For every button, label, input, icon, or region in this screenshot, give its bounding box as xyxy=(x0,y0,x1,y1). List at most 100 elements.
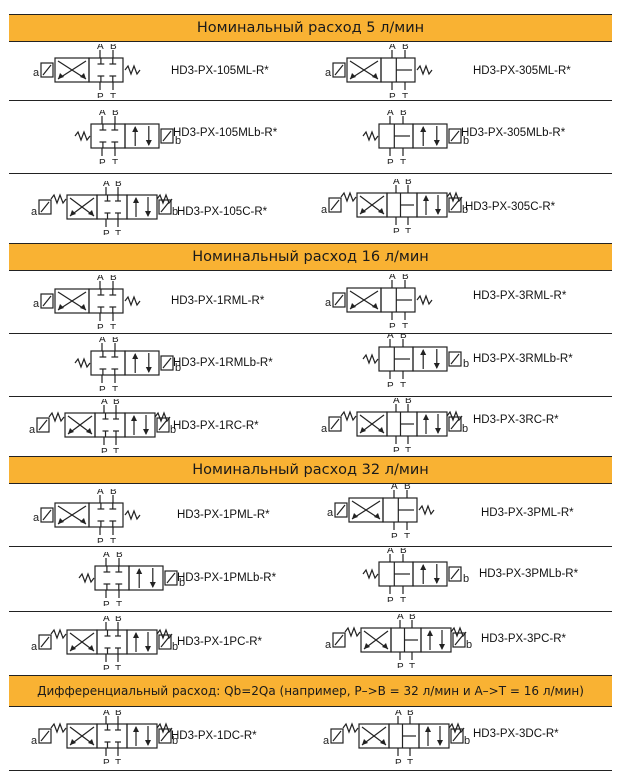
svg-text:T: T xyxy=(400,158,406,164)
svg-text:B: B xyxy=(115,710,122,718)
svg-text:T: T xyxy=(113,447,119,453)
svg-text:A: A xyxy=(103,181,110,189)
svg-text:B: B xyxy=(407,710,414,718)
svg-text:a: a xyxy=(325,639,332,651)
svg-text:a: a xyxy=(325,297,332,309)
valve-code: HD3-PX-105MLb-R* xyxy=(173,127,278,139)
svg-text:P: P xyxy=(387,381,394,387)
svg-text:P: P xyxy=(387,158,394,164)
svg-text:b: b xyxy=(462,204,468,216)
section-header: Номинальный расход 16 л/мин xyxy=(9,243,612,271)
valve-code: HD3-PX-1PC-R* xyxy=(177,636,262,648)
svg-text:A: A xyxy=(103,710,110,718)
svg-text:A: A xyxy=(101,399,108,407)
svg-text:b: b xyxy=(175,135,181,147)
svg-text:P: P xyxy=(97,537,104,543)
svg-text:b: b xyxy=(463,573,469,585)
svg-text:A: A xyxy=(389,274,396,282)
svg-text:B: B xyxy=(405,179,412,187)
svg-text:P: P xyxy=(395,758,402,764)
svg-text:A: A xyxy=(395,710,402,718)
svg-text:T: T xyxy=(112,158,118,164)
svg-text:P: P xyxy=(103,229,110,235)
svg-text:P: P xyxy=(387,596,394,602)
valve-code: HD3-PX-3RC-R* xyxy=(473,414,559,426)
svg-text:b: b xyxy=(170,424,176,436)
valve-code: HD3-PX-305MLb-R* xyxy=(461,127,566,139)
svg-text:b: b xyxy=(466,639,472,651)
valve-code: HD3-PX-3PMLb-R* xyxy=(479,568,579,580)
svg-text:b: b xyxy=(464,735,470,747)
svg-text:a: a xyxy=(327,507,334,519)
svg-text:b: b xyxy=(463,135,469,147)
svg-text:B: B xyxy=(115,181,122,189)
valve-code: HD3-PX-1DC-R* xyxy=(171,730,257,742)
svg-text:a: a xyxy=(321,423,328,435)
svg-text:T: T xyxy=(110,92,116,98)
svg-text:P: P xyxy=(103,664,110,670)
svg-text:T: T xyxy=(409,662,415,668)
svg-text:P: P xyxy=(97,323,104,329)
valve-code: HD3-PX-1RC-R* xyxy=(173,420,259,432)
section-header: Номинальный расход 32 л/мин xyxy=(9,456,612,484)
valve-code: HD3-PX-105C-R* xyxy=(177,206,268,218)
svg-text:P: P xyxy=(103,758,110,764)
svg-text:T: T xyxy=(112,385,118,391)
svg-text:P: P xyxy=(99,385,106,391)
svg-text:T: T xyxy=(115,664,121,670)
svg-text:T: T xyxy=(405,227,411,233)
svg-text:T: T xyxy=(115,758,121,764)
svg-text:B: B xyxy=(116,552,123,560)
valve-code: HD3-PX-305C-R* xyxy=(465,201,556,213)
svg-text:T: T xyxy=(407,758,413,764)
svg-text:A: A xyxy=(99,337,106,345)
svg-text:B: B xyxy=(400,110,407,118)
svg-text:a: a xyxy=(31,641,38,653)
svg-text:a: a xyxy=(325,67,332,79)
svg-text:A: A xyxy=(97,275,104,283)
svg-text:A: A xyxy=(97,489,104,497)
svg-text:A: A xyxy=(387,548,394,556)
svg-text:P: P xyxy=(101,447,108,453)
svg-text:b: b xyxy=(179,577,185,589)
svg-text:B: B xyxy=(409,614,416,622)
svg-text:A: A xyxy=(387,110,394,118)
svg-text:B: B xyxy=(112,337,119,345)
svg-text:T: T xyxy=(402,322,408,328)
valve-code: HD3-PX-105ML-R* xyxy=(171,65,269,77)
valve-code: HD3-PX-1RML-R* xyxy=(171,295,265,307)
svg-text:b: b xyxy=(172,206,178,218)
svg-text:B: B xyxy=(402,274,409,282)
svg-text:A: A xyxy=(387,333,394,341)
svg-text:A: A xyxy=(97,44,104,52)
svg-text:B: B xyxy=(405,398,412,406)
svg-text:A: A xyxy=(397,614,404,622)
svg-text:A: A xyxy=(103,552,110,560)
